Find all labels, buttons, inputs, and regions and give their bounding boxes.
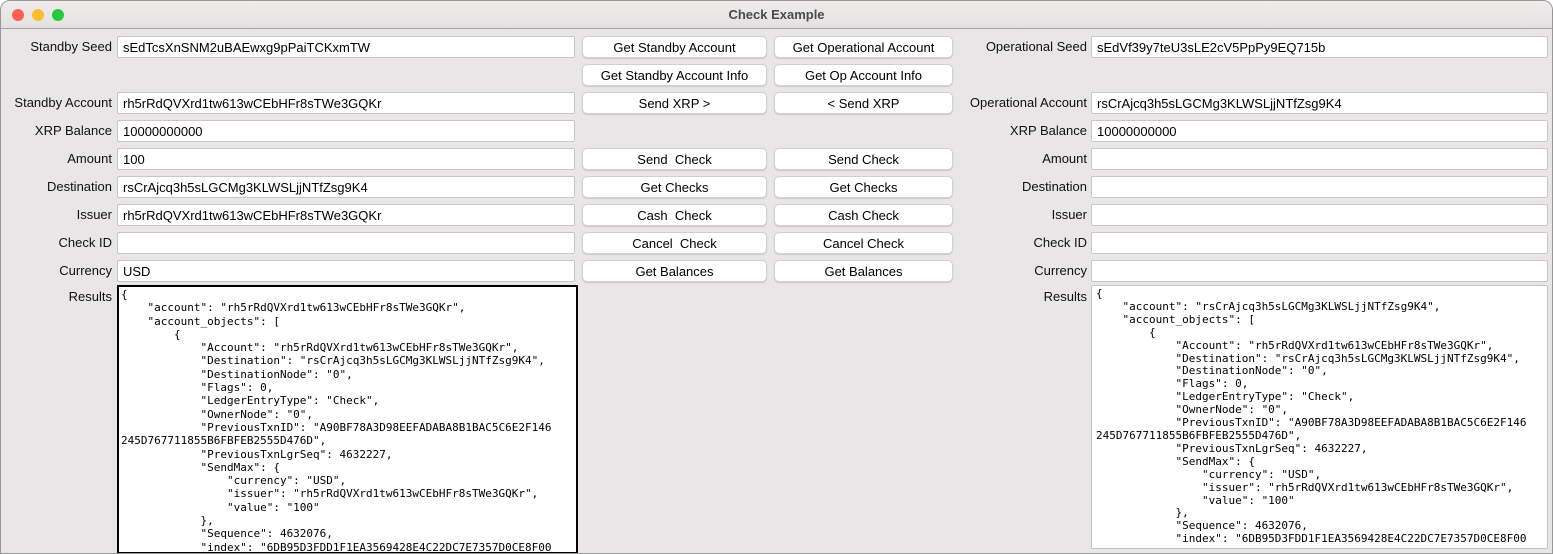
operational-get-balances-button[interactable]: Get Balances (774, 260, 953, 282)
operational-issuer-input[interactable] (1091, 204, 1548, 226)
operational-seed-label: Operational Seed (985, 39, 1087, 54)
get-standby-account-info-button[interactable]: Get Standby Account Info (582, 64, 767, 86)
standby-currency-label: Currency (59, 263, 112, 278)
standby-amount-input[interactable] (117, 148, 575, 170)
operational-results-label: Results (1043, 289, 1087, 304)
standby-check-id-input[interactable] (117, 232, 575, 254)
operational-check-id-input[interactable] (1091, 232, 1548, 254)
operational-currency-input[interactable] (1091, 260, 1548, 282)
operational-destination-label: Destination (1021, 179, 1087, 194)
operational-amount-label: Amount (1042, 151, 1087, 166)
standby-cash-check-button[interactable]: Cash Check (582, 204, 767, 226)
standby-destination-label: Destination (46, 179, 112, 194)
standby-account-input[interactable] (117, 92, 575, 114)
standby-account-label: Standby Account (14, 95, 112, 110)
standby-results-textarea[interactable]: { "account": "rh5rRdQVXrd1tw613wCEbHFr8s… (117, 285, 578, 553)
operational-get-checks-button[interactable]: Get Checks (774, 176, 953, 198)
standby-results-label: Results (68, 289, 112, 304)
send-xrp-left-button[interactable]: < Send XRP (774, 92, 953, 114)
standby-destination-input[interactable] (117, 176, 575, 198)
standby-get-balances-button[interactable]: Get Balances (582, 260, 767, 282)
operational-send-check-button[interactable]: Send Check (774, 148, 953, 170)
get-operational-account-button[interactable]: Get Operational Account (774, 36, 953, 58)
window-title: Check Example (728, 7, 825, 22)
standby-check-id-label: Check ID (58, 235, 112, 250)
zoom-button[interactable] (52, 9, 64, 21)
operational-xrp-balance-label: XRP Balance (1009, 123, 1087, 138)
title-bar[interactable]: Check Example (1, 1, 1552, 29)
standby-issuer-label: Issuer (76, 207, 112, 222)
operational-seed-input[interactable] (1091, 36, 1548, 58)
traffic-lights (12, 9, 64, 21)
standby-seed-label: Standby Seed (30, 39, 112, 54)
operational-currency-label: Currency (1034, 263, 1087, 278)
standby-issuer-input[interactable] (117, 204, 575, 226)
standby-seed-input[interactable] (117, 36, 575, 58)
operational-issuer-label: Issuer (1051, 207, 1087, 222)
close-button[interactable] (12, 9, 24, 21)
standby-xrp-balance-label: XRP Balance (34, 123, 112, 138)
operational-results-textarea[interactable]: { "account": "rsCrAjcq3h5sLGCMg3KLWSLjjN… (1091, 285, 1548, 549)
minimize-button[interactable] (32, 9, 44, 21)
standby-amount-label: Amount (67, 151, 112, 166)
operational-destination-input[interactable] (1091, 176, 1548, 198)
operational-amount-input[interactable] (1091, 148, 1548, 170)
standby-get-checks-button[interactable]: Get Checks (582, 176, 767, 198)
standby-currency-input[interactable] (117, 260, 575, 282)
get-op-account-info-button[interactable]: Get Op Account Info (774, 64, 953, 86)
send-xrp-right-button[interactable]: Send XRP > (582, 92, 767, 114)
standby-send-check-button[interactable]: Send Check (582, 148, 767, 170)
operational-xrp-balance-input[interactable] (1091, 120, 1548, 142)
operational-account-label: Operational Account (969, 95, 1087, 110)
get-standby-account-button[interactable]: Get Standby Account (582, 36, 767, 58)
operational-cash-check-button[interactable]: Cash Check (774, 204, 953, 226)
operational-account-input[interactable] (1091, 92, 1548, 114)
operational-check-id-label: Check ID (1033, 235, 1087, 250)
standby-xrp-balance-input[interactable] (117, 120, 575, 142)
operational-cancel-check-button[interactable]: Cancel Check (774, 232, 953, 254)
standby-cancel-check-button[interactable]: Cancel Check (582, 232, 767, 254)
